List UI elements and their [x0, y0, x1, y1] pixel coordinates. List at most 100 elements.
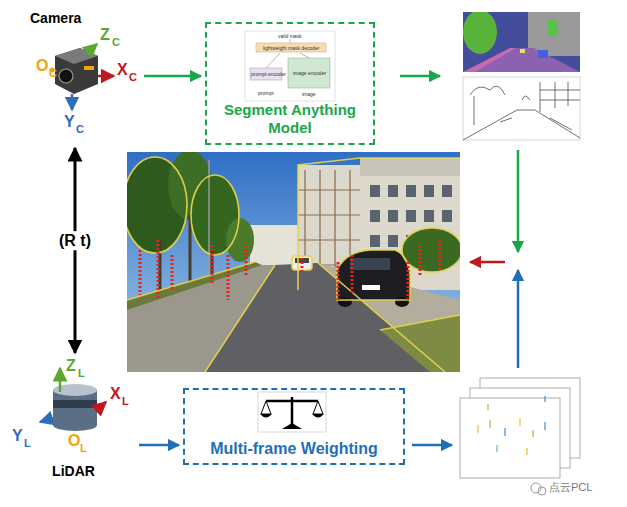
point-cloud-frames — [496, 445, 497, 452]
point-cloud-frames — [544, 422, 545, 430]
fusion-result-image — [245, 245, 248, 275]
flow-arrows — [470, 261, 505, 264]
sam-architecture-figure — [300, 53, 309, 58]
fusion-result-image — [127, 262, 262, 310]
watermark: 点云PCL — [549, 482, 592, 493]
fusion-result-image — [127, 157, 460, 372]
fusion-result-image — [388, 235, 398, 247]
fusion-result-image — [127, 157, 187, 253]
sam-architecture-figure — [245, 31, 335, 101]
connector-arrow — [144, 75, 201, 78]
axis-label: Z — [66, 358, 76, 374]
fusion-result-image — [127, 262, 255, 300]
fusion-result-image — [140, 240, 440, 300]
axis-subscript: C — [49, 68, 57, 79]
point-cloud-frames — [477, 425, 478, 433]
camera-axes — [88, 44, 97, 52]
fusion-result-image — [337, 250, 410, 300]
axis-subscript: C — [112, 37, 120, 48]
fusion-result-image — [139, 250, 142, 295]
fusion-result-image — [380, 315, 460, 330]
fusion-result-image — [350, 258, 390, 270]
camera-axes — [71, 94, 74, 110]
lidar-icon — [53, 419, 97, 431]
lidar-axes — [40, 368, 106, 422]
transform-label: (R t) — [56, 231, 94, 251]
fusion-result-image — [360, 158, 460, 176]
figure-caption: prompt encoder — [251, 72, 286, 77]
fusion-result-image — [424, 210, 434, 222]
fusion-result-image — [402, 228, 460, 272]
balance-scale-icon — [258, 392, 326, 432]
fusion-result-image — [211, 245, 214, 285]
fusion-result-image — [362, 285, 380, 290]
lidar-icon — [53, 400, 97, 408]
axis-label: Y — [64, 114, 75, 130]
lidar-axes — [40, 418, 53, 422]
fusion-result-image — [208, 160, 210, 282]
edge-image — [463, 77, 580, 140]
flow-arrows — [517, 150, 520, 252]
fusion-result-image — [191, 175, 239, 255]
lidar-node: LiDAR — [12, 356, 135, 484]
fusion-result-image — [351, 255, 354, 295]
figure-caption: prompt — [258, 91, 274, 96]
camera-icon — [84, 66, 94, 70]
axis-label: Z — [100, 27, 110, 43]
axis-subscript: C — [76, 124, 84, 135]
point-cloud-frames — [487, 404, 488, 410]
point-cloud-frames — [544, 396, 545, 402]
node-title: Multi-frame Weighting — [210, 439, 378, 458]
camera-icon — [50, 48, 99, 94]
sam-architecture-figure — [290, 39, 291, 43]
connector-arrow — [139, 444, 179, 447]
watermark-icon — [538, 487, 546, 495]
segmentation-image — [463, 12, 580, 72]
connector-arrow — [74, 148, 77, 353]
point-cloud-frames — [519, 418, 520, 426]
fusion-result-image — [127, 152, 460, 372]
flow-arrows — [400, 75, 440, 78]
fusion-result-image — [157, 240, 160, 300]
axis-subscript: L — [122, 396, 129, 407]
balance-scale-icon — [261, 401, 323, 414]
fusion-result-image — [301, 258, 304, 272]
axis-subscript: L — [80, 443, 87, 454]
balance-scale-icon — [266, 400, 318, 403]
segmentation-image — [463, 48, 516, 72]
fusion-result-image — [442, 185, 452, 197]
fusion-result-image — [388, 210, 398, 222]
fusion-result-image — [406, 185, 416, 197]
fusion-result-image — [407, 262, 410, 300]
sam-architecture-figure — [266, 53, 280, 68]
sam-architecture-figure — [288, 58, 330, 88]
axis-label: O — [68, 433, 80, 449]
camera-axes — [98, 75, 114, 78]
node-title: Segment Anything Model — [215, 101, 365, 137]
axis-label: O — [36, 58, 48, 74]
fusion-result-image — [388, 185, 398, 197]
segmentation-image — [463, 12, 497, 54]
axis-subscript: C — [129, 72, 137, 83]
fusion-result-image — [337, 262, 340, 300]
camera-axes — [72, 44, 114, 110]
segmentation-image — [463, 48, 580, 72]
balance-scale-icon — [258, 392, 326, 432]
fusion-result-image — [442, 210, 452, 222]
segmentation-image — [520, 49, 525, 53]
edge-image — [463, 82, 580, 140]
segmentation-image — [538, 50, 548, 58]
camera-icon — [59, 69, 73, 83]
fusion-result-image — [424, 185, 434, 197]
point-cloud-frames — [460, 378, 580, 478]
flow-arrows — [412, 444, 452, 447]
fusion-result-image — [171, 255, 174, 290]
fusion-result-image — [370, 235, 380, 247]
figure-caption: image encoder — [293, 71, 326, 76]
fusion-result-image — [191, 175, 239, 255]
fusion-result-image — [298, 158, 460, 290]
lidar-axes — [59, 368, 62, 392]
